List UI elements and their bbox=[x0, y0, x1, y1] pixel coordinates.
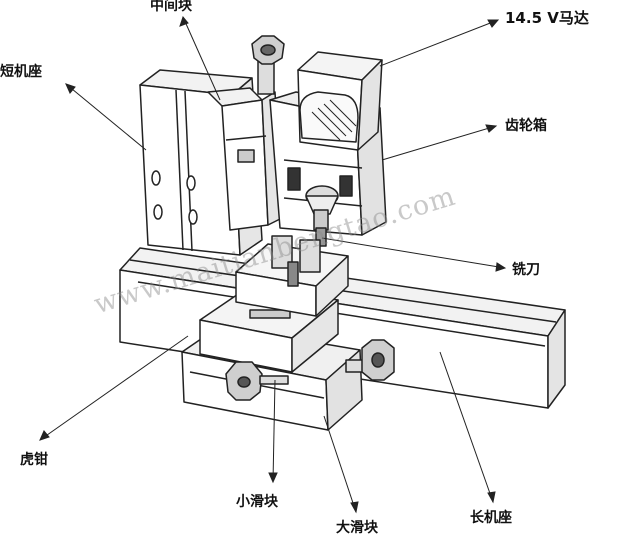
leader-lines bbox=[39, 15, 507, 514]
label-milling-cutter: 铣刀 bbox=[512, 262, 540, 278]
label-middle-block: 中间块 bbox=[150, 0, 192, 14]
top-knob-drawing bbox=[251, 35, 285, 95]
label-motor: 14.5 V马达 bbox=[505, 9, 589, 27]
spindle-drawing bbox=[305, 185, 339, 247]
label-gearbox: 齿轮箱 bbox=[505, 118, 547, 134]
motor-drawing bbox=[297, 51, 383, 151]
vise-drawing bbox=[235, 235, 349, 317]
label-short-base: 短机座 bbox=[0, 64, 42, 80]
label-long-base: 长机座 bbox=[470, 510, 512, 526]
label-large-slide: 大滑块 bbox=[336, 520, 378, 536]
label-small-slide: 小滑块 bbox=[236, 494, 278, 510]
label-vise: 虎钳 bbox=[20, 452, 48, 468]
front-handwheel-drawing bbox=[225, 361, 289, 401]
side-handwheel-drawing bbox=[345, 339, 395, 381]
